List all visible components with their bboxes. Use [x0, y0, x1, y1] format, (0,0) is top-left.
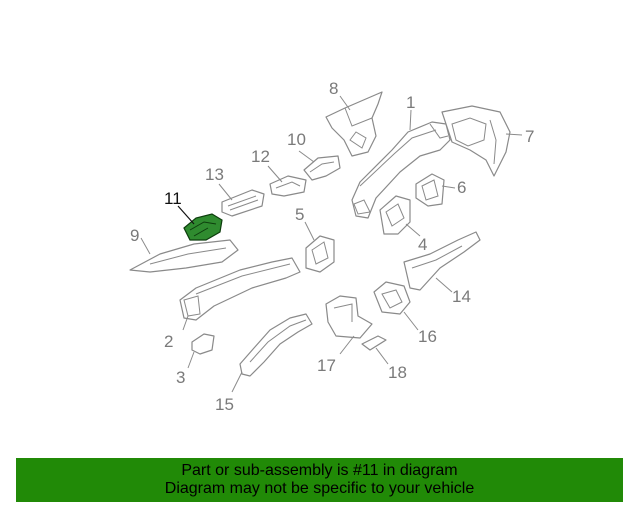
part-5-vent — [305, 235, 335, 273]
part-11-highlighted — [183, 213, 223, 241]
fitment-notice-banner: Part or sub-assembly is #11 in diagram D… — [16, 458, 623, 502]
callout-16: 16 — [418, 327, 437, 346]
banner-line-1: Part or sub-assembly is #11 in diagram — [181, 462, 458, 479]
callout-9: 9 — [130, 226, 139, 245]
callout-11: 11 — [164, 189, 182, 208]
part-18-clip — [361, 335, 387, 351]
callout-13: 13 — [205, 165, 224, 184]
part-6-vent — [415, 173, 445, 207]
callout-5: 5 — [295, 205, 304, 224]
leader-lines — [140, 95, 523, 393]
callout-14: 14 — [452, 287, 471, 306]
part-10-bracket — [303, 155, 341, 181]
callout-1: 1 — [406, 93, 415, 112]
part-16-vent — [373, 281, 411, 315]
part-4-vent — [379, 195, 411, 235]
callout-labels: 1 2 3 4 5 6 7 8 9 10 11 12 13 14 15 16 1… — [130, 79, 534, 414]
callout-4: 4 — [418, 235, 427, 254]
callout-12: 12 — [251, 147, 270, 166]
callout-10: 10 — [287, 130, 306, 149]
part-3-clip — [191, 333, 215, 355]
part-9-duct — [129, 239, 239, 273]
part-12-bracket — [269, 175, 307, 197]
banner-line-2: Diagram may not be specific to your vehi… — [164, 480, 475, 497]
part-2-duct — [179, 257, 301, 321]
callout-7: 7 — [525, 127, 534, 146]
callout-8: 8 — [329, 79, 338, 98]
part-17-duct — [325, 295, 373, 339]
callout-3: 3 — [176, 368, 185, 387]
part-14-duct — [403, 231, 481, 291]
callout-18: 18 — [388, 363, 407, 382]
part-13-grille — [221, 189, 265, 217]
callout-6: 6 — [457, 178, 466, 197]
part-15-duct — [239, 313, 313, 377]
part-8-duct — [325, 91, 383, 157]
callout-2: 2 — [164, 332, 173, 351]
callout-17: 17 — [317, 356, 336, 375]
part-1-duct — [351, 121, 451, 219]
callout-15: 15 — [215, 395, 234, 414]
part-7-housing — [441, 105, 511, 177]
